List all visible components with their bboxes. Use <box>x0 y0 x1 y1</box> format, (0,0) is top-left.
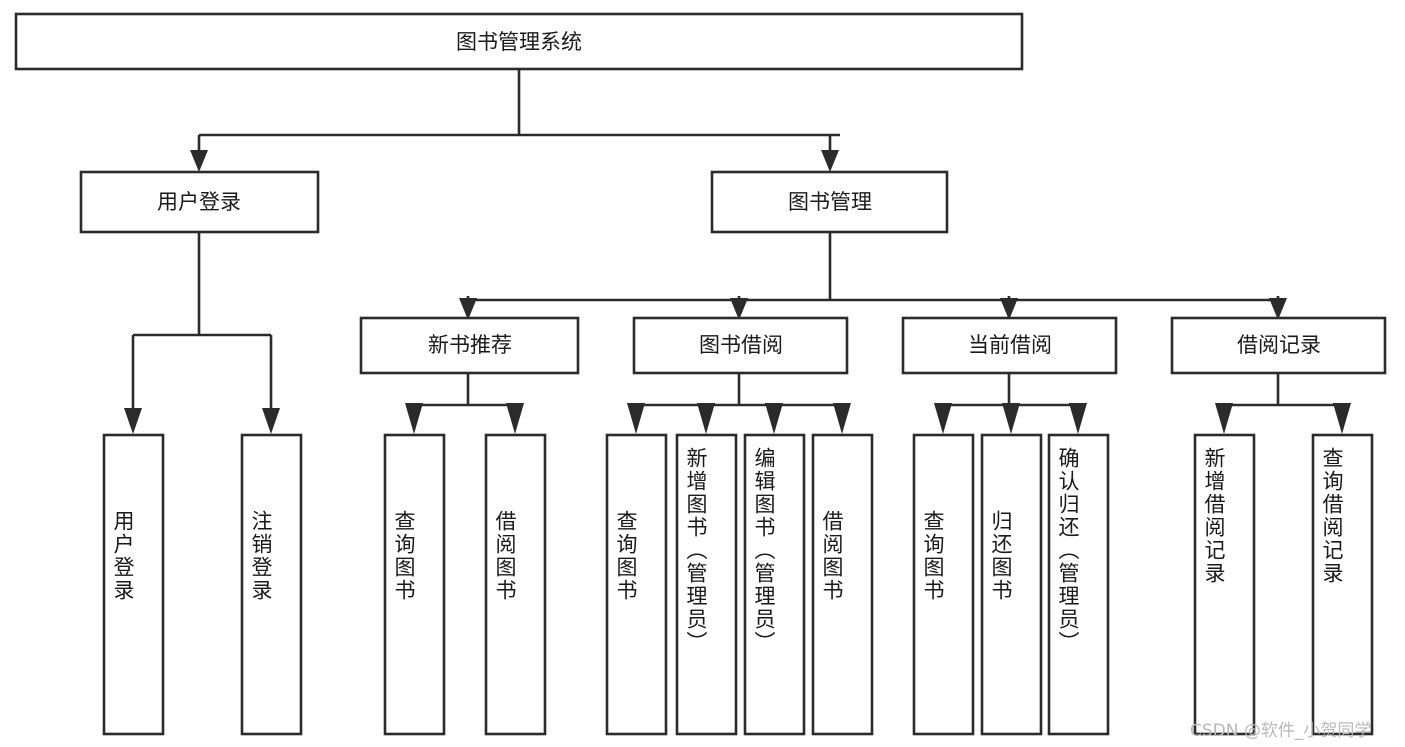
leaf-box-add-book[interactable] <box>675 433 738 736</box>
node-new-book-recommend[interactable]: 新书推荐 <box>359 316 580 375</box>
leaf-box-query-book-rec[interactable] <box>383 433 446 736</box>
connector-bookmgmt-to-level2 <box>459 232 1287 320</box>
leaf-box-user-login[interactable] <box>102 433 165 736</box>
connector-newbook-to-leaves <box>405 373 524 434</box>
node-book-borrow[interactable]: 图书借阅 <box>632 316 849 375</box>
node-current-borrow-label: 当前借阅 <box>968 333 1052 357</box>
node-root[interactable]: 图书管理系统 <box>14 12 1024 71</box>
node-current-borrow[interactable]: 当前借阅 <box>901 316 1118 375</box>
watermark-text: CSDN @软件_小贺同学 <box>1190 721 1372 741</box>
node-user-login[interactable]: 用户登录 <box>79 170 320 234</box>
connector-root-to-level1 <box>190 69 840 172</box>
node-borrow-record[interactable]: 借阅记录 <box>1170 316 1387 375</box>
node-book-management-label: 图书管理 <box>788 190 872 214</box>
node-borrow-record-label: 借阅记录 <box>1237 333 1321 357</box>
node-user-login-label: 用户登录 <box>157 190 241 214</box>
leaf-box-query-book-borrow[interactable] <box>605 433 668 736</box>
leaf-box-query-record[interactable] <box>1311 433 1374 736</box>
leaf-box-borrow-book[interactable] <box>811 433 874 736</box>
connector-bookborrow-to-leaves <box>627 373 851 434</box>
leaf-box-return-book[interactable] <box>980 433 1043 736</box>
connector-currentborrow-to-leaves <box>934 373 1087 434</box>
connector-userlogin-to-leaves <box>124 232 280 434</box>
leaf-box-logout[interactable] <box>240 433 303 736</box>
connector-borrowrecord-to-leaves <box>1215 373 1351 434</box>
leaf-box-add-record[interactable] <box>1193 433 1256 736</box>
node-book-management[interactable]: 图书管理 <box>710 170 949 234</box>
leaf-box-edit-book[interactable] <box>743 433 806 736</box>
leaf-box-query-book-cur[interactable] <box>912 433 975 736</box>
leaf-box-borrow-book-rec[interactable] <box>484 433 547 736</box>
node-new-book-recommend-label: 新书推荐 <box>428 333 512 357</box>
node-book-borrow-label: 图书借阅 <box>699 333 783 357</box>
node-root-label: 图书管理系统 <box>456 30 582 54</box>
leaf-box-confirm-return[interactable] <box>1047 433 1110 736</box>
